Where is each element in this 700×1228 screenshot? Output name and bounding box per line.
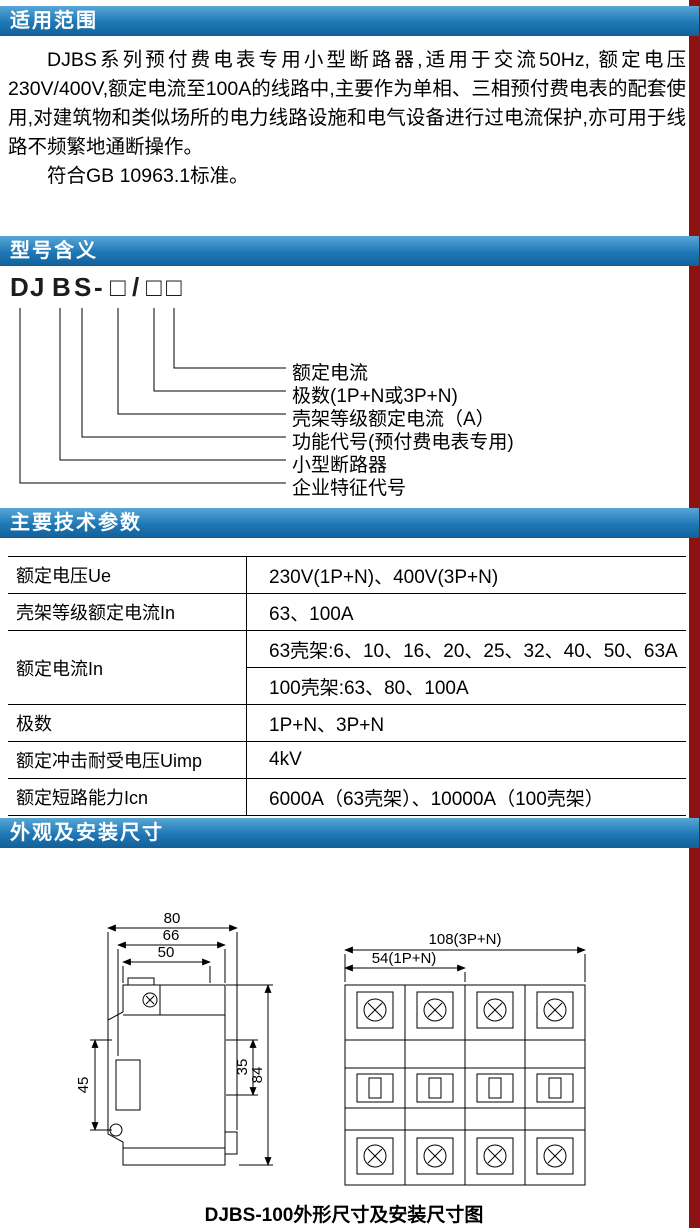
table-row: 额定电压Ue 230V(1P+N)、400V(3P+N) xyxy=(8,556,686,594)
dim-label-50: 50 xyxy=(158,944,175,961)
param-value-cell: 230V(1P+N)、400V(3P+N) xyxy=(246,556,686,594)
scope-standard-line: 符合GB 10963.1标准。 xyxy=(47,165,249,187)
param-name-cell: 额定电流In xyxy=(8,630,247,705)
model-char-b: B xyxy=(52,272,71,302)
dim-label-80: 80 xyxy=(164,910,181,927)
model-box-1: □ xyxy=(110,272,126,302)
dim-label-108: 108(3P+N) xyxy=(429,931,502,948)
section-header-dimensions: 外观及安装尺寸 xyxy=(0,818,699,848)
scope-paragraph: DJBS系列预付费电表专用小型断路器,适用于交流50Hz, 额定电压230V/4… xyxy=(8,49,686,158)
model-box-3: □ xyxy=(166,272,182,302)
table-row: 极数 1P+N、3P+N xyxy=(8,704,686,742)
dim-label-84: 84 xyxy=(249,1067,266,1084)
side-view-drawing xyxy=(90,924,273,1166)
section-header-scope: 适用范围 xyxy=(0,6,699,36)
model-meaning-diagram: D J B S - □ / □ □ 额定电流 极数(1P+N或3P+N) 壳架等… xyxy=(0,272,688,504)
param-value-cell: 63壳架:6、10、16、20、25、32、40、50、63A xyxy=(246,630,686,668)
section-header-params: 主要技术参数 xyxy=(0,508,699,538)
model-box-2: □ xyxy=(146,272,162,302)
section-header-model: 型号含义 xyxy=(0,236,699,266)
model-char-s: S xyxy=(74,272,92,302)
model-char-j: J xyxy=(30,272,45,302)
dimension-drawings: 80 66 50 45 35 84 108(3P+N) 54(1P+N) xyxy=(75,910,586,1186)
dim-label-35: 35 xyxy=(234,1059,251,1076)
section-title-model: 型号含义 xyxy=(10,240,98,262)
drawing-caption: DJBS-100外形尺寸及安装尺寸图 xyxy=(204,1205,484,1226)
model-label-enterprise-code: 企业特征代号 xyxy=(292,478,407,499)
param-name-cell: 壳架等级额定电流In xyxy=(8,593,247,631)
page-right-border xyxy=(689,0,700,1228)
table-row: 额定电流In 63壳架:6、10、16、20、25、32、40、50、63A xyxy=(8,630,686,705)
param-value-cell: 4kV xyxy=(246,741,686,779)
model-label-rated-current: 额定电流 xyxy=(292,363,369,384)
model-label-frame-current: 壳架等级额定电流（A） xyxy=(292,409,495,430)
param-name-cell: 极数 xyxy=(8,704,247,742)
param-value-cell: 1P+N、3P+N xyxy=(246,704,686,742)
param-name-cell: 额定冲击耐受电压Uimp xyxy=(8,741,247,779)
model-char-dash: - xyxy=(94,272,103,302)
section-title-dimensions: 外观及安装尺寸 xyxy=(10,822,164,844)
table-row: 壳架等级额定电流In 63、100A xyxy=(8,593,686,631)
dim-label-54: 54(1P+N) xyxy=(372,950,437,967)
param-name-cell: 额定电压Ue xyxy=(8,556,247,594)
section-title-scope: 适用范围 xyxy=(10,10,98,32)
table-row: 额定短路能力Icn 6000A（63壳架）、10000A（100壳架） xyxy=(8,778,686,816)
front-view-drawing xyxy=(344,946,586,1186)
model-label-mcb: 小型断路器 xyxy=(292,455,388,476)
param-name-cell: 额定短路能力Icn xyxy=(8,778,247,816)
param-value-cell: 100壳架:63、80、100A xyxy=(246,667,686,705)
param-value-cell: 63、100A xyxy=(246,593,686,631)
section-title-params: 主要技术参数 xyxy=(10,512,142,534)
model-label-function-code: 功能代号(预付费电表专用) xyxy=(292,432,514,453)
model-connector-lines xyxy=(19,308,286,484)
model-char-slash: / xyxy=(132,272,140,302)
table-row: 额定冲击耐受电压Uimp 4kV xyxy=(8,741,686,779)
dim-label-45: 45 xyxy=(75,1077,92,1094)
param-value-cell: 6000A（63壳架）、10000A（100壳架） xyxy=(246,778,686,816)
model-char-d: D xyxy=(10,272,29,302)
scope-paragraphs: DJBS系列预付费电表专用小型断路器,适用于交流50Hz, 额定电压230V/4… xyxy=(8,46,686,191)
dim-label-66: 66 xyxy=(163,927,180,944)
model-label-poles: 极数(1P+N或3P+N) xyxy=(292,386,458,407)
params-table: 额定电压Ue 230V(1P+N)、400V(3P+N) 壳架等级额定电流In … xyxy=(8,556,686,816)
